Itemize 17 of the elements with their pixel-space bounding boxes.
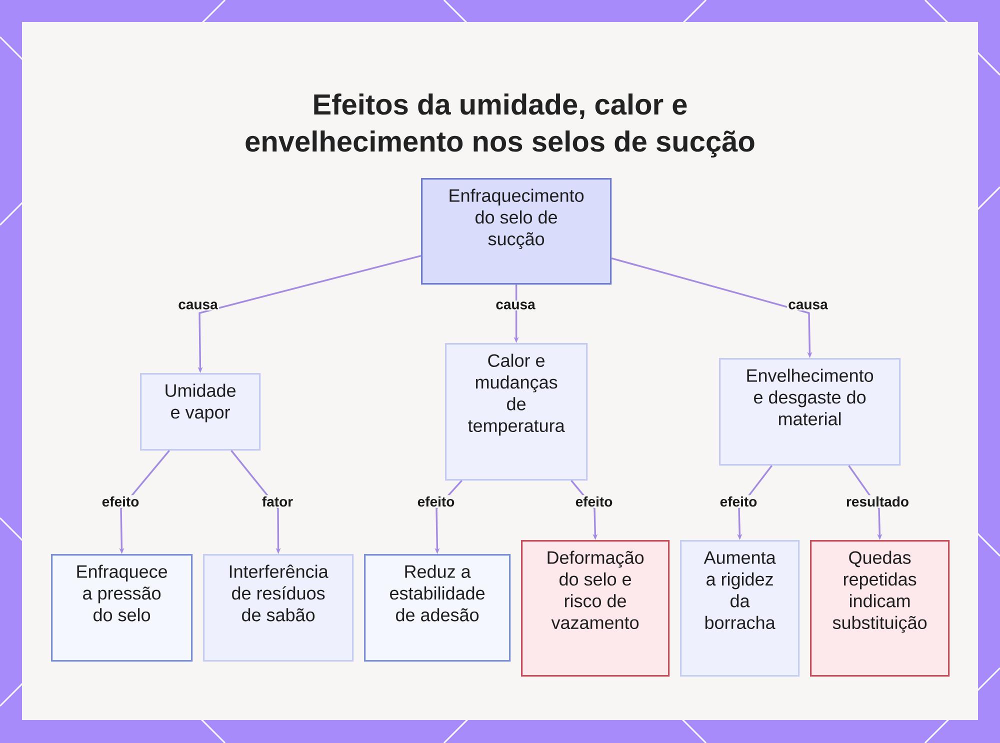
edge-label: efeito bbox=[718, 495, 758, 508]
edge-label: fator bbox=[260, 495, 294, 508]
concept-box: Deformação do selo e risco de vazamento bbox=[521, 540, 670, 677]
concept-box: Umidade e vapor bbox=[140, 373, 261, 451]
edge-label: resultado bbox=[844, 495, 910, 508]
concept-box: Reduz a estabilidade de adesão bbox=[364, 554, 511, 662]
edge-label: efeito bbox=[574, 495, 614, 508]
concept-box: Enfraquecimento do selo de sucção bbox=[421, 178, 612, 285]
concept-box: Calor e mudanças de temperatura bbox=[445, 343, 588, 481]
edge-label: efeito bbox=[416, 495, 456, 508]
concept-box: Interferência de resíduos de sabão bbox=[203, 554, 354, 662]
concept-box: Enfraquece a pressão do selo bbox=[51, 554, 193, 662]
concept-box: Envelhecimento e desgaste do material bbox=[719, 358, 901, 466]
title: Efeitos da umidade, calor e envelhecimento nos selos de sucção bbox=[246, 94, 754, 158]
edge-label: efeito bbox=[100, 495, 140, 508]
concept-box: Aumenta a rigidez da borracha bbox=[680, 540, 800, 677]
concept-box: Quedas repetidas indicam substituição bbox=[810, 540, 950, 677]
